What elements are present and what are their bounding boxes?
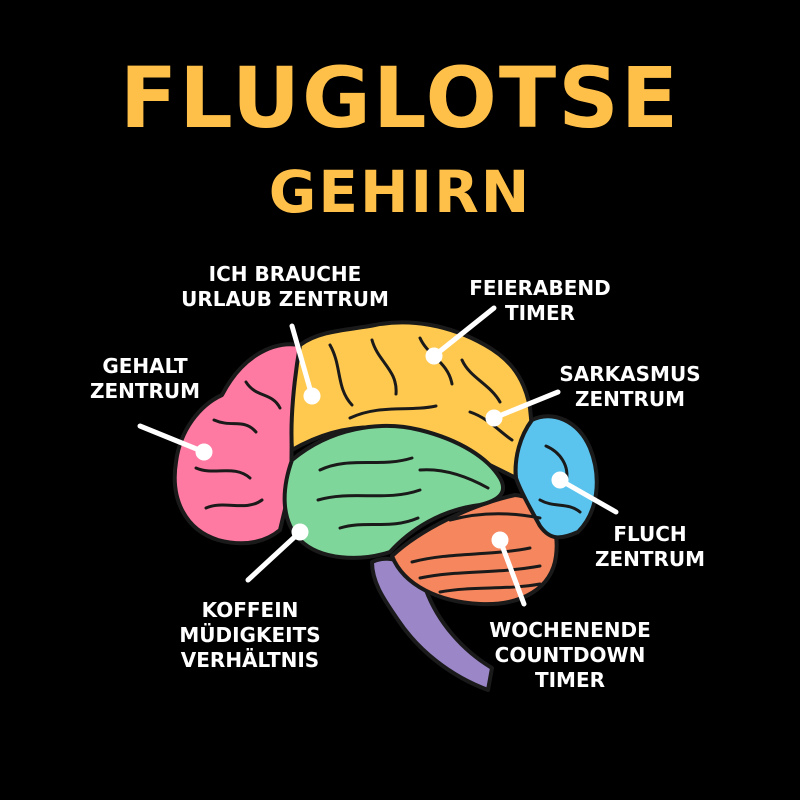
label-koffein-verhaeltnis: KOFFEIN MÜDIGKEITS VERHÄLTNIS: [160, 598, 340, 673]
label-feierabend-timer: FEIERABEND TIMER: [455, 276, 625, 326]
label-fluch-line-2: ZENTRUM: [594, 547, 706, 571]
label-urlaub-line-2: URLAUB ZENTRUM: [181, 287, 389, 311]
label-gehalt-line-1: GEHALT: [102, 354, 188, 378]
title-line-1: FLUGLOTSE: [119, 49, 681, 147]
label-fluch-zentrum: FLUCH ZENTRUM: [580, 522, 720, 572]
label-sarkasmus-line-1: SARKASMUS: [559, 362, 701, 386]
label-fluch-line-1: FLUCH: [613, 522, 687, 546]
label-feierabend-line-2: TIMER: [504, 301, 576, 325]
label-feierabend-line-1: FEIERABEND: [469, 276, 611, 300]
label-urlaub-line-1: ICH BRAUCHE: [208, 262, 362, 286]
label-sarkasmus-zentrum: SARKASMUS ZENTRUM: [545, 362, 715, 412]
label-gehalt-zentrum: GEHALT ZENTRUM: [80, 354, 210, 404]
label-wochenende-line-1: WOCHENENDE: [489, 618, 651, 642]
brain-folds: [194, 336, 582, 594]
label-gehalt-line-2: ZENTRUM: [89, 379, 201, 403]
label-sarkasmus-line-2: ZENTRUM: [574, 387, 686, 411]
pointer-lines: [137, 305, 619, 607]
frontal-region: [172, 342, 302, 546]
label-wochenende-timer: WOCHENENDE COUNTDOWN TIMER: [470, 618, 670, 693]
label-urlaub-zentrum: ICH BRAUCHE URLAUB ZENTRUM: [175, 262, 395, 312]
label-wochenende-line-2: COUNTDOWN: [494, 643, 646, 667]
label-koffein-line-2: MÜDIGKEITS: [179, 623, 321, 647]
label-koffein-line-3: VERHÄLTNIS: [180, 648, 320, 672]
title-line-2: GEHIRN: [268, 158, 532, 226]
label-koffein-line-1: KOFFEIN: [201, 598, 299, 622]
label-wochenende-line-3: TIMER: [534, 668, 606, 692]
